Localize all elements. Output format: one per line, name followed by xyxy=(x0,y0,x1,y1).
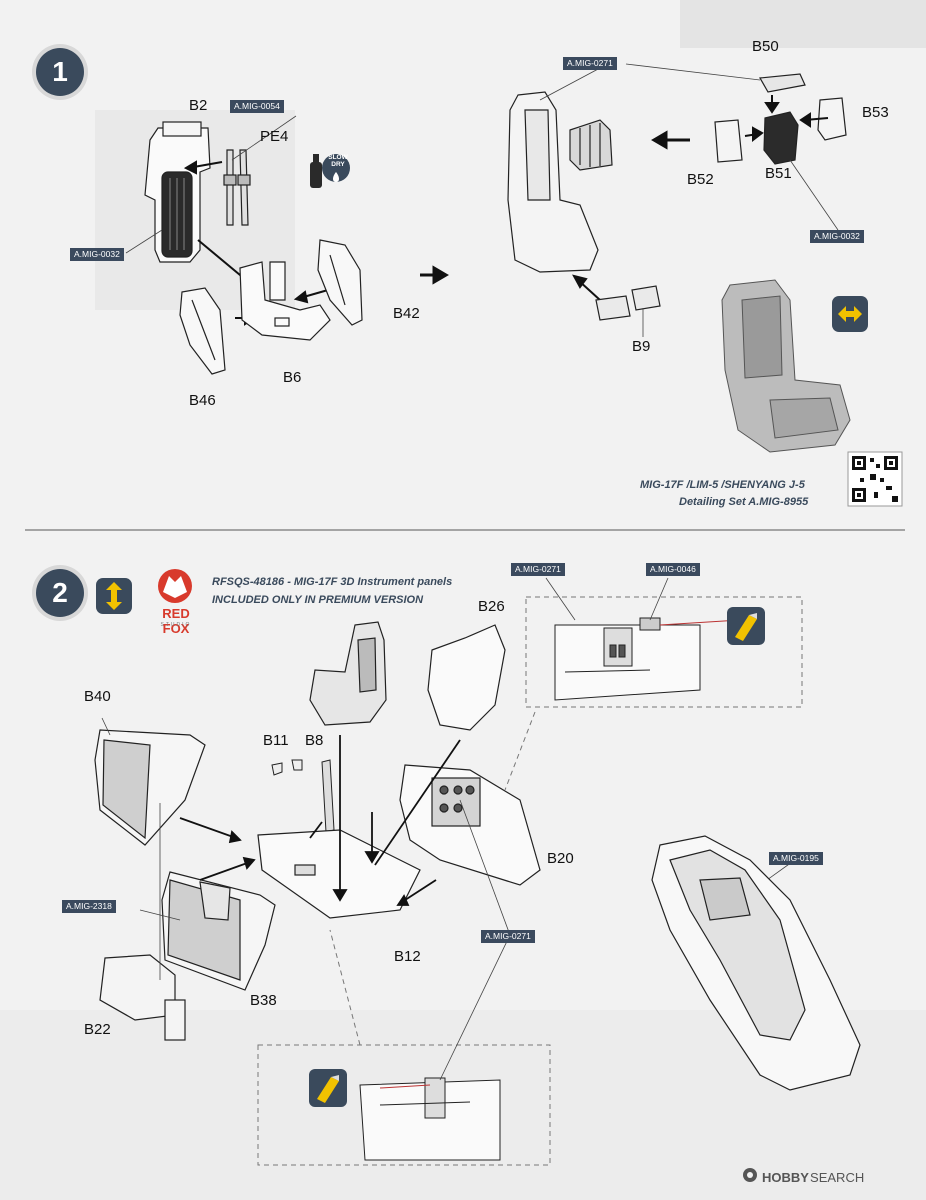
paint-mig-0195: A.MIG-0195 xyxy=(769,852,823,865)
label-b12: B12 xyxy=(394,948,421,965)
glue-icon-text: SLOW DRY xyxy=(328,154,348,168)
part-b50 xyxy=(759,73,806,93)
label-b51: B51 xyxy=(765,165,792,182)
part-b42-side xyxy=(317,239,363,326)
paint-mig-0032-left: A.MIG-0032 xyxy=(70,248,124,261)
premium-note-line1: RFSQS-48186 - MIG-17F 3D Instrument pane… xyxy=(212,576,453,588)
part-b8 xyxy=(321,759,335,833)
glue-bottle-icon xyxy=(310,154,350,188)
paint-mig-0054: A.MIG-0054 xyxy=(230,100,284,113)
paint-mig-0032-right: A.MIG-0032 xyxy=(810,230,864,243)
detail-set-line2: Detailing Set A.MIG-8955 xyxy=(679,496,809,508)
paint-mig-0046: A.MIG-0046 xyxy=(646,563,700,576)
swap-arrows-icon-step2 xyxy=(96,578,132,614)
part-b9 xyxy=(595,285,661,321)
label-b52: B52 xyxy=(687,171,714,188)
label-b22: B22 xyxy=(84,1021,111,1038)
part-b6-seat xyxy=(239,261,331,341)
label-b42: B42 xyxy=(393,305,420,322)
part-b40 xyxy=(94,729,206,846)
red-fox-name: RED FOX xyxy=(162,606,190,636)
premium-note-line2: INCLUDED ONLY IN PREMIUM VERSION xyxy=(212,594,424,606)
seat-step2 xyxy=(309,621,387,726)
label-b46: B46 xyxy=(189,392,216,409)
part-b2-seat-back xyxy=(144,121,211,263)
step-1-badge: 1 xyxy=(36,48,84,96)
label-b8: B8 xyxy=(305,732,324,749)
label-b53: B53 xyxy=(862,104,889,121)
label-pe4: PE4 xyxy=(260,128,289,145)
label-b26: B26 xyxy=(478,598,505,615)
part-b46-side xyxy=(179,287,226,375)
part-b51 xyxy=(763,111,799,165)
label-b38: B38 xyxy=(250,992,277,1009)
part-b52 xyxy=(714,119,743,163)
part-pe4-straps xyxy=(223,149,251,226)
label-b20: B20 xyxy=(547,850,574,867)
photo-etch-icon-top xyxy=(727,607,765,645)
part-b11 xyxy=(271,759,303,776)
seat-assembly-step1 xyxy=(507,91,613,273)
red-fox-logo xyxy=(158,569,192,603)
part-b20-panel xyxy=(399,764,541,886)
part-b22 xyxy=(99,954,186,1041)
label-b2: B2 xyxy=(189,97,208,114)
label-b6: B6 xyxy=(283,369,302,386)
step-2-badge: 2 xyxy=(36,569,84,617)
part-b12-floor xyxy=(257,829,421,919)
qr-code xyxy=(847,451,903,507)
paint-mig-2318: A.MIG-2318 xyxy=(62,900,116,913)
fuselage-cockpit xyxy=(651,835,861,1091)
callout-panel-top xyxy=(554,617,741,701)
callout-panel-bottom xyxy=(359,1077,501,1161)
paint-mig-0271-top: A.MIG-0271 xyxy=(511,563,565,576)
hobbysearch-watermark: HOBBY SEARCH xyxy=(762,1170,865,1185)
red-fox-sub: STUDIO xyxy=(160,622,192,628)
label-b50: B50 xyxy=(752,38,779,55)
label-b11: B11 xyxy=(263,732,289,749)
photo-etch-icon-bottom xyxy=(309,1069,347,1107)
paint-mig-0271-mid: A.MIG-0271 xyxy=(481,930,535,943)
swap-arrows-icon-step1 xyxy=(832,296,868,332)
part-b26 xyxy=(427,624,506,731)
part-b38 xyxy=(161,871,276,991)
label-b9: B9 xyxy=(632,338,651,355)
hobbysearch-logo-icon xyxy=(743,1168,757,1182)
detail-set-line1: MIG-17F /LIM-5 /SHENYANG J-5 xyxy=(640,479,805,491)
label-b40: B40 xyxy=(84,688,111,705)
seat-3d-render xyxy=(721,279,851,453)
part-b53 xyxy=(817,97,847,141)
paint-mig-0271-step1: A.MIG-0271 xyxy=(563,57,617,70)
